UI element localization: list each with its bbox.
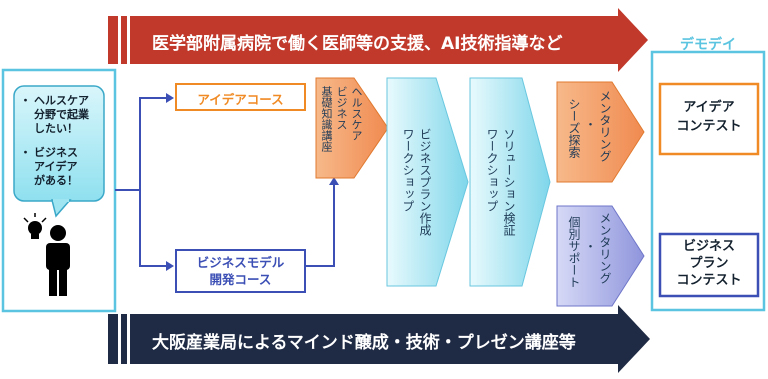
arrowhead <box>166 93 174 103</box>
bizplan-step-shape <box>386 77 469 287</box>
mentor-top-text-3: シーズ探索 <box>567 98 581 158</box>
speech-bullet-2: ・ <box>20 146 31 159</box>
mentor-bottom-text-3: 個別サポート <box>567 216 581 288</box>
mentor-bottom-text-1: メンタリング <box>598 212 612 284</box>
person-icon <box>46 225 70 296</box>
mentor-bottom-shape <box>556 205 645 307</box>
mentor-top-text-1: メンタリング <box>598 90 612 162</box>
solution-step-text-2: ワークショップ <box>485 128 499 212</box>
demo-day-label: デモデイ <box>680 37 736 53</box>
bottom-banner-text: 大阪産業局によるマインド醸成・技術・プレゼン講座等 <box>152 333 576 353</box>
idea-contest-label: アイデア コンテスト <box>676 100 742 134</box>
mentor-bottom-text-2: ・ <box>583 240 597 252</box>
top-banner-text: 医学部附属病院で働く医師等の支援、AI技術指導など <box>152 34 563 54</box>
lightbulb-icon <box>23 213 47 239</box>
speech-bullet-1: ・ <box>20 94 31 107</box>
arrowhead <box>329 177 339 185</box>
mentor-top-text-2: ・ <box>583 118 597 130</box>
solution-step-text-1: ソリューション検証 <box>502 128 516 236</box>
arrowhead <box>166 261 174 271</box>
idea-course-box <box>175 83 306 111</box>
speech-item-2: ビジネス アイデア がある！ <box>34 146 78 187</box>
top-banner <box>108 8 648 72</box>
business-course-box <box>175 249 306 293</box>
business-course-label: ビジネスモデル 開発コース <box>196 255 285 287</box>
solution-step-shape <box>469 77 551 287</box>
speech-item-1: ヘルスケア 分野で起業 したい！ <box>34 94 89 135</box>
bottom-banner <box>108 305 650 373</box>
business-contest-box <box>658 232 760 298</box>
bizplan-step-text-1: ビジネスプラン作成 <box>418 128 432 236</box>
idea-contest-box <box>658 82 760 156</box>
course-connectors <box>115 97 335 267</box>
bizplan-step-text-2: ワークショップ <box>401 128 415 212</box>
idea-course-label: アイデアコース <box>197 92 284 107</box>
healthcare-step-text-1: ヘルスケア <box>350 86 363 141</box>
healthcare-step-shape <box>315 77 389 179</box>
healthcare-step-text-3: 基礎知識講座 <box>320 86 333 152</box>
speech-bubble <box>13 85 105 218</box>
business-contest-label: ビジネス プラン コンテスト <box>676 239 742 288</box>
healthcare-step-text-2: ビジネス <box>335 86 348 130</box>
mentor-top-shape <box>556 81 645 183</box>
